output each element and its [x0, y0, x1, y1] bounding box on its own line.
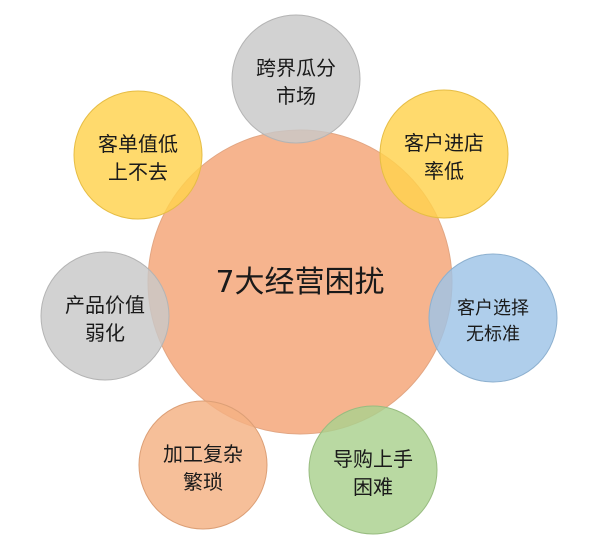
outer-circle-label-line1: 客单值低: [98, 132, 178, 156]
outer-circle-shape: [308, 405, 438, 535]
outer-circle-shape: [231, 14, 361, 144]
outer-circle-label-line2: 困难: [353, 475, 393, 499]
outer-circle-label-line1: 跨界瓜分: [256, 56, 336, 80]
outer-circle-shape: [40, 251, 170, 381]
outer-circle-label-line2: 无标准: [466, 324, 520, 345]
outer-circle-shape: [138, 400, 268, 530]
outer-circle-label-line2: 率低: [424, 159, 464, 183]
outer-circle-label-line1: 客户进店: [404, 131, 484, 155]
outer-circle-shape: [379, 89, 509, 219]
outer-circle-label-line1: 客户选择: [457, 298, 529, 319]
outer-circle-label-line1: 导购上手: [333, 447, 413, 471]
outer-circle-label-line2: 上不去: [108, 160, 168, 184]
center-title: 7大经营困扰: [215, 265, 384, 300]
outer-circle-label-line1: 加工复杂: [163, 442, 243, 466]
outer-circle-label-line2: 弱化: [85, 321, 125, 345]
outer-circle-label-line2: 繁琐: [183, 470, 223, 494]
outer-circle-shape: [428, 253, 558, 383]
outer-circle-label-line1: 产品价值: [65, 293, 145, 317]
outer-circle-shape: [73, 90, 203, 220]
outer-circle-label-line2: 市场: [276, 84, 316, 108]
